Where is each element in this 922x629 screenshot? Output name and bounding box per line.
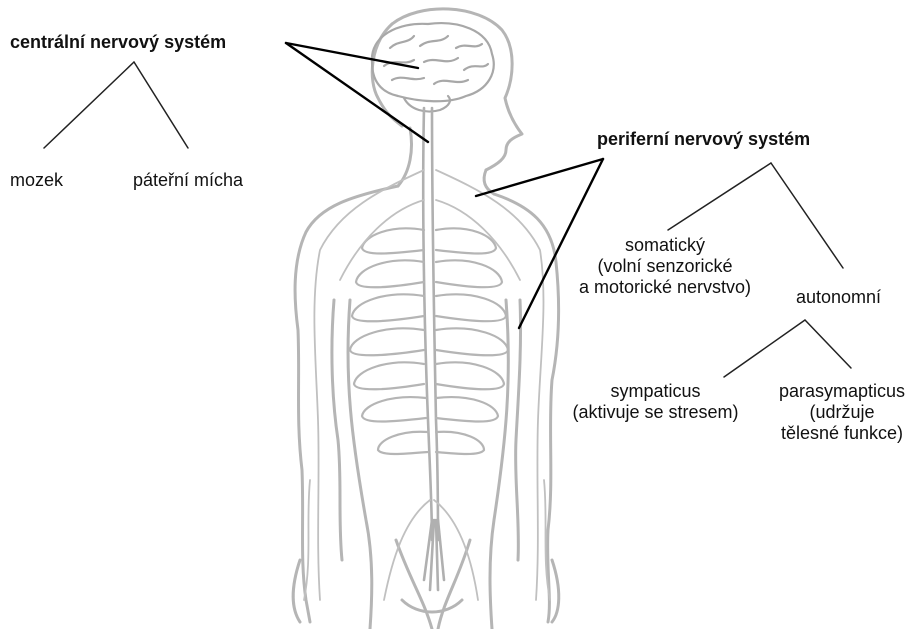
somatic-line-3: a motorické nervstvo) xyxy=(552,277,778,298)
cns-child-spinal-cord: páteřní mícha xyxy=(133,170,243,191)
brain-icon xyxy=(372,23,494,111)
cns-title: centrální nervový systém xyxy=(10,32,226,53)
pns-title: periferní nervový systém xyxy=(597,129,810,150)
tree-line-somatic xyxy=(668,163,771,230)
tree-line-parasympathetic xyxy=(805,320,851,368)
parasympathetic-label: parasymapticus (udržuje tělesné funkce) xyxy=(766,381,918,444)
sympathetic-line-2: (aktivuje se stresem) xyxy=(553,402,758,423)
parasympathetic-line-1: parasymapticus xyxy=(766,381,918,402)
tree-line-autonomic xyxy=(771,163,843,268)
somatic-line-1: somatický xyxy=(552,235,778,256)
spinal-cord xyxy=(423,108,444,590)
tree-line-mozek xyxy=(44,62,134,148)
parasympathetic-line-3: tělesné funkce) xyxy=(766,423,918,444)
cns-to-spine-connector xyxy=(286,43,428,142)
sympathetic-line-1: sympaticus xyxy=(553,381,758,402)
somatic-label: somatický (volní senzorické a motorické … xyxy=(552,235,778,298)
somatic-line-2: (volní senzorické xyxy=(552,256,778,277)
tree-line-pateri xyxy=(134,62,188,148)
sympathetic-label: sympaticus (aktivuje se stresem) xyxy=(553,381,758,423)
tree-line-sympathetic xyxy=(724,320,805,377)
parasympathetic-line-2: (udržuje xyxy=(766,402,918,423)
cns-child-brain: mozek xyxy=(10,170,63,191)
autonomic-label: autonomní xyxy=(796,287,881,308)
